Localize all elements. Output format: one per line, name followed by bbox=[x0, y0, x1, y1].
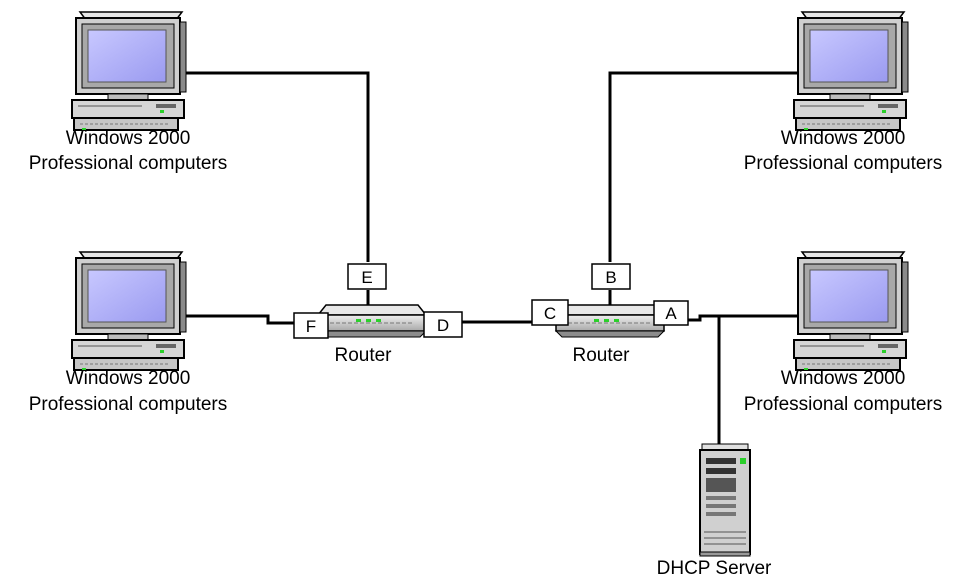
router-right bbox=[556, 305, 664, 337]
computer-icon bbox=[794, 12, 908, 130]
port-c: C bbox=[532, 300, 568, 325]
computer-icon bbox=[794, 252, 908, 370]
computer-label-line2: Professional computers bbox=[744, 394, 943, 415]
port-c-label: C bbox=[544, 304, 556, 323]
port-b: B bbox=[592, 264, 630, 289]
computer-label-line2: Professional computers bbox=[29, 153, 228, 174]
computer-mid-right bbox=[794, 252, 908, 370]
computer-top-left bbox=[72, 12, 186, 130]
port-a: A bbox=[654, 301, 688, 325]
dhcp-server-label: DHCP Server bbox=[657, 558, 772, 579]
router-icon bbox=[318, 305, 426, 337]
port-b-label: B bbox=[605, 268, 616, 287]
router-label: Router bbox=[334, 345, 392, 366]
computer-label-line1: Windows 2000 bbox=[66, 128, 191, 149]
computer-icon bbox=[72, 12, 186, 130]
router-label: Router bbox=[572, 345, 630, 366]
computer-label-line1: Windows 2000 bbox=[781, 368, 906, 389]
computer-icon bbox=[72, 252, 186, 370]
port-e: E bbox=[348, 264, 386, 289]
dhcp-server bbox=[700, 444, 750, 556]
port-a-label: A bbox=[665, 304, 677, 323]
server-tower-icon bbox=[700, 444, 750, 556]
computer-mid-left bbox=[72, 252, 186, 370]
port-f-label: F bbox=[306, 317, 316, 336]
router-icon bbox=[556, 305, 664, 337]
port-f: F bbox=[294, 313, 328, 338]
computer-label-line2: Professional computers bbox=[29, 394, 228, 415]
port-d: D bbox=[424, 312, 462, 337]
computer-label-line2: Professional computers bbox=[744, 153, 943, 174]
computer-label-line1: Windows 2000 bbox=[66, 368, 191, 389]
router-left bbox=[318, 305, 426, 337]
computer-top-right bbox=[794, 12, 908, 130]
port-d-label: D bbox=[437, 316, 449, 335]
cable-mid-left bbox=[184, 316, 294, 323]
computer-label-line1: Windows 2000 bbox=[781, 128, 906, 149]
port-e-label: E bbox=[361, 268, 372, 287]
